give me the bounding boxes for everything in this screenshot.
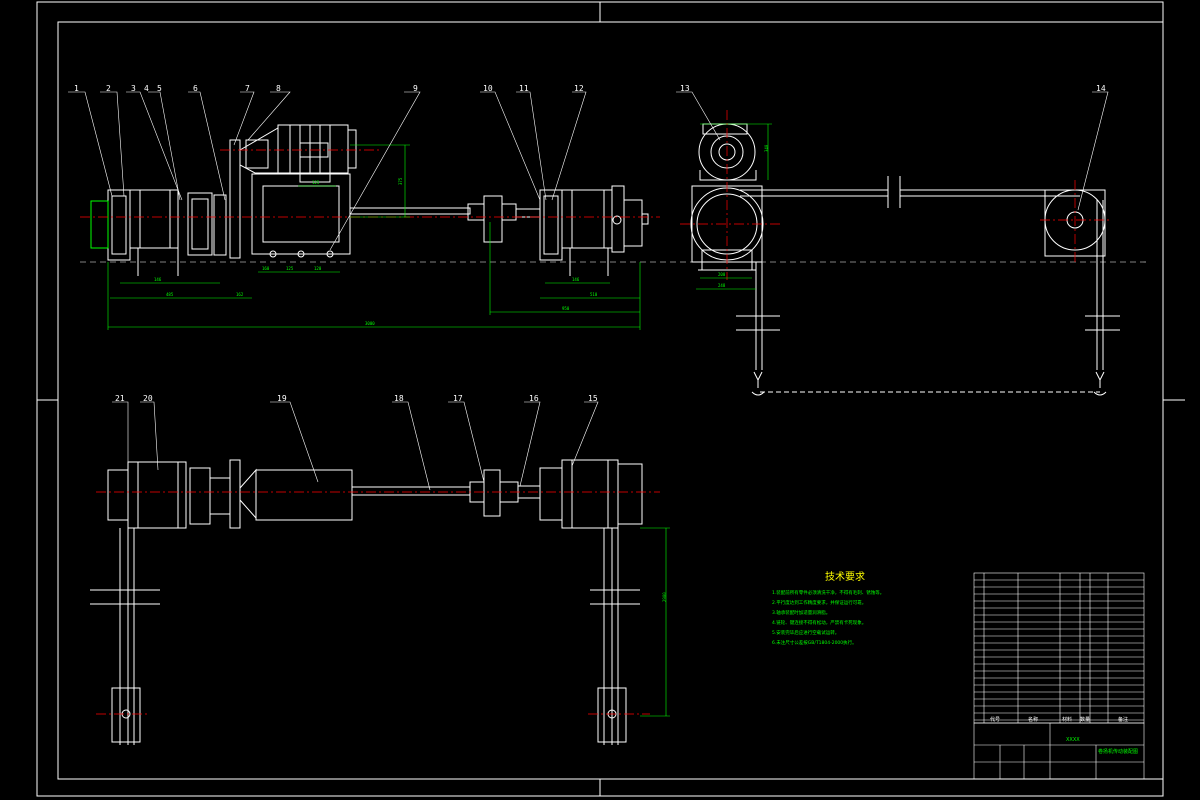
balloon-14: 14 [1096, 84, 1106, 93]
balloon-5: 5 [157, 84, 162, 93]
dim-label: 125 [286, 266, 294, 271]
tech-req-line: 1.装配前所有零件必须清洗干净，不得有毛刺、锈蚀等。 [772, 589, 884, 596]
top-right-leaders [676, 91, 1109, 211]
dim-label-2900: 2900 [662, 592, 667, 602]
bottom-dim-labels: 2900 [662, 592, 667, 602]
header-col-material: 材料 [1062, 716, 1072, 723]
balloon-7: 7 [245, 84, 250, 93]
balloon-1: 1 [74, 84, 79, 93]
header-col-code: 代号 [990, 716, 1000, 723]
title-block-company: XXXX [1066, 737, 1080, 743]
tech-req-line: 3.轴承装配时加适量润滑脂。 [772, 609, 830, 616]
top-right-view [690, 123, 1120, 396]
balloon-8: 8 [276, 84, 281, 93]
tech-req-line: 6.未注尺寸公差按GB/T1804-2000执行。 [772, 639, 857, 646]
dim-label: 160 [262, 266, 270, 271]
bottom-centerlines [96, 491, 660, 715]
sheet-frame [36, 1, 1185, 797]
balloon-19: 19 [277, 394, 287, 403]
bottom-balloons: 21 20 19 18 17 16 15 [115, 394, 598, 403]
header-col-name: 名称 [1028, 716, 1038, 723]
dim-label: 146 [154, 277, 162, 282]
balloon-15: 15 [588, 394, 598, 403]
top-right-balloons: 13 14 [680, 84, 1106, 93]
dim-label: 162 [236, 292, 244, 297]
top-left-view [90, 124, 649, 276]
top-left-leaders [68, 91, 587, 251]
top-left-dim-labels: 146 485 162 3000 950 510 146 160 125 120… [154, 177, 598, 326]
balloon-21: 21 [115, 394, 125, 403]
top-right-centerlines [680, 110, 1110, 280]
balloon-4: 4 [144, 84, 149, 93]
tech-req-line: 2.平行度达到工作精度要求，并保证运行可靠。 [772, 599, 866, 606]
dim-label-950: 950 [562, 306, 570, 311]
parts-list [973, 572, 1145, 724]
bottom-view [90, 459, 643, 745]
top-left-centerlines [80, 149, 660, 218]
balloon-11: 11 [519, 84, 529, 93]
top-left-dimensions [107, 144, 641, 330]
balloon-6: 6 [193, 84, 198, 93]
balloon-13: 13 [680, 84, 690, 93]
title-block-text: XXXX 卷扬机传动装配图 [1066, 737, 1138, 755]
dim-label-340: 340 [764, 144, 769, 152]
dim-label-248: 248 [718, 283, 726, 288]
title-block-drawing-name: 卷扬机传动装配图 [1098, 748, 1138, 755]
balloon-16: 16 [529, 394, 539, 403]
balloon-17: 17 [453, 394, 463, 403]
balloon-3: 3 [131, 84, 136, 93]
balloon-12: 12 [574, 84, 584, 93]
bottom-dimensions [640, 527, 670, 717]
balloon-18: 18 [394, 394, 404, 403]
dim-label-510: 510 [590, 292, 598, 297]
dim-label-375: 375 [398, 177, 403, 185]
title-block [973, 722, 1145, 780]
tech-req-line: 5.安装完毕后应进行空载试运转。 [772, 629, 839, 636]
dim-label: 120 [314, 266, 322, 271]
dim-label-3000: 3000 [365, 321, 375, 326]
bottom-leaders [112, 401, 599, 491]
top-right-dimensions [696, 123, 772, 290]
header-col-qty: 数量 [1080, 716, 1090, 723]
dim-label: 146 [572, 277, 580, 282]
header-col-remarks: 备注 [1118, 716, 1128, 723]
top-right-dim-labels: 340 200 248 [718, 144, 769, 288]
balloon-9: 9 [413, 84, 418, 93]
dim-label: 125 [312, 180, 320, 185]
technical-requirements: 技术要求 1.装配前所有零件必须清洗干净，不得有毛刺、锈蚀等。 2.平行度达到工… [772, 570, 884, 646]
balloon-20: 20 [143, 394, 153, 403]
tech-req-title: 技术要求 [825, 570, 865, 583]
balloon-10: 10 [483, 84, 493, 93]
dim-label-200: 200 [718, 272, 726, 277]
parts-list-header: 代号 名称 材料 数量 备注 [990, 716, 1128, 723]
top-left-balloons: 1 2 3 4 5 6 7 8 9 10 11 12 [74, 84, 584, 93]
dim-label: 485 [166, 292, 174, 297]
balloon-2: 2 [106, 84, 111, 93]
tech-req-line: 4.链轮、键连接不得有松动，严禁有卡死现象。 [772, 619, 866, 626]
